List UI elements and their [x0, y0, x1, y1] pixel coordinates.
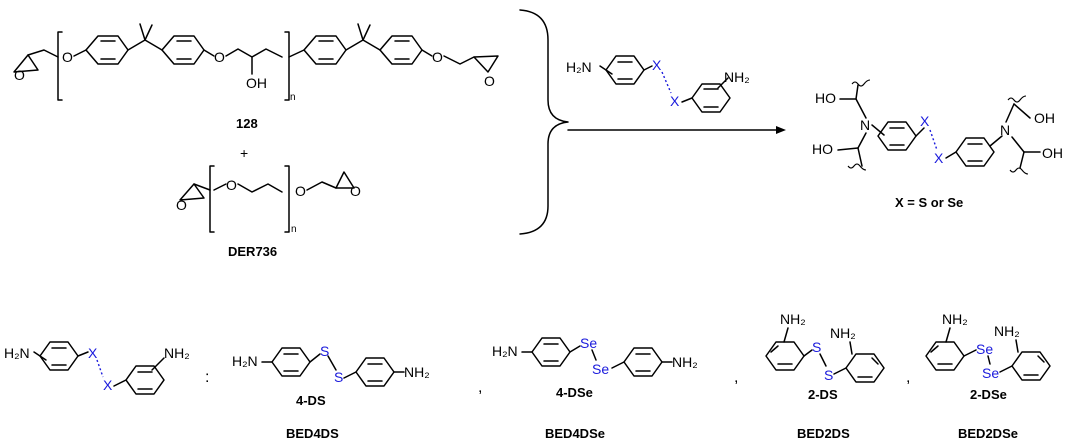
- atom-x-p2: X: [934, 150, 944, 166]
- atom-h2n-reagent: H₂N: [566, 59, 592, 75]
- atom-x-p1: X: [920, 113, 930, 129]
- structure-der736: O O n O O: [176, 165, 361, 235]
- atom-nh2-reagent: NH₂: [724, 69, 750, 85]
- label-bed2dse: BED2DSe: [958, 426, 1018, 441]
- label-4ds: 4-DS: [296, 393, 326, 408]
- atom-nh2-4dse: NH₂: [672, 354, 698, 370]
- atom-o-der-repeat: O: [226, 177, 237, 193]
- comma-1: ,: [478, 379, 482, 396]
- plus-sign: +: [240, 145, 248, 161]
- label-bed4dse: BED4DSe: [545, 426, 605, 441]
- atom-nh2-4ds: NH₂: [404, 364, 430, 380]
- atom-o-epoxide-der-left: O: [176, 197, 187, 213]
- atom-nh2-2ds-1: NH₂: [780, 311, 806, 327]
- atom-s-4ds-2: S: [334, 369, 343, 385]
- repeat-n-der: n: [291, 224, 297, 235]
- label-x-s-or-se: X = S or Se: [895, 195, 963, 210]
- atom-x-2: X: [670, 93, 680, 109]
- atom-ho-p1: HO: [815, 90, 836, 106]
- product-network: HO N HO X X N OH OH: [812, 79, 1063, 175]
- atom-se-4dse-2: Se: [592, 361, 609, 377]
- atom-nh2-2dse-1: NH₂: [942, 311, 968, 327]
- atom-s-4ds-1: S: [320, 343, 329, 359]
- atom-se-2dse-1: Se: [976, 341, 993, 357]
- atom-oh-p4: OH: [1042, 145, 1063, 161]
- label-128: 128: [236, 116, 258, 131]
- label-bed2ds: BED2DS: [797, 426, 850, 441]
- atom-nh2-generic: NH₂: [164, 345, 190, 361]
- compound-bed2ds: NH₂ S S NH₂: [765, 311, 885, 383]
- label-4dse: 4-DSe: [556, 385, 593, 400]
- atom-nh2-2ds-2: NH₂: [830, 325, 856, 341]
- comma-3: ,: [906, 369, 910, 386]
- atom-oh-128: OH: [246, 75, 267, 91]
- atom-h2n-4dse: H₂N: [492, 343, 518, 359]
- arrow-head: [776, 126, 786, 134]
- atom-se-2dse-2: Se: [982, 365, 999, 381]
- atom-x-generic-1: X: [88, 345, 98, 361]
- diamine-reagent: H₂N X X NH₂: [566, 55, 750, 113]
- compound-bed2dse: NH₂ Se Se NH₂: [925, 311, 1051, 381]
- atom-o-ether-3: O: [432, 49, 443, 65]
- atom-ho-p2: HO: [812, 141, 833, 157]
- label-der736: DER736: [228, 244, 277, 259]
- label-bed4ds: BED4DS: [286, 426, 339, 441]
- comma-2: ,: [734, 369, 738, 386]
- compound-bed4dse: H₂N Se Se NH₂: [492, 335, 698, 377]
- atom-o-epoxide-der-right: O: [350, 183, 361, 199]
- atom-oh-p3: OH: [1034, 110, 1055, 126]
- atom-o-ether-2: O: [214, 49, 225, 65]
- atom-nh2-2dse-2: NH₂: [994, 323, 1020, 339]
- atom-h2n-generic: H₂N: [4, 345, 30, 361]
- atom-x-generic-2: X: [103, 377, 113, 393]
- atom-o-epoxide-left: O: [14, 67, 25, 83]
- label-2dse: 2-DSe: [970, 387, 1007, 402]
- structure-128: O n O O OH O: [13, 23, 499, 103]
- generic-separator: :: [205, 369, 209, 386]
- atom-n-right: N: [1000, 122, 1010, 138]
- atom-o-epoxide-right: O: [484, 73, 495, 89]
- generic-diamine: H₂N X X NH₂: [4, 341, 190, 395]
- atom-x-1: X: [652, 57, 662, 73]
- atom-s-2ds-1: S: [812, 339, 821, 355]
- atom-s-2ds-2: S: [824, 367, 833, 383]
- label-2ds: 2-DS: [808, 387, 838, 402]
- compound-bed4ds: H₂N S S NH₂: [232, 343, 430, 387]
- brace: [519, 9, 569, 235]
- atom-h2n-4ds: H₂N: [232, 353, 258, 369]
- atom-se-4dse-1: Se: [580, 335, 597, 351]
- atom-o-ether-1: O: [62, 49, 73, 65]
- atom-o-der-ether: O: [295, 183, 306, 199]
- repeat-n-128: n: [290, 92, 296, 103]
- atom-n-left: N: [860, 117, 870, 133]
